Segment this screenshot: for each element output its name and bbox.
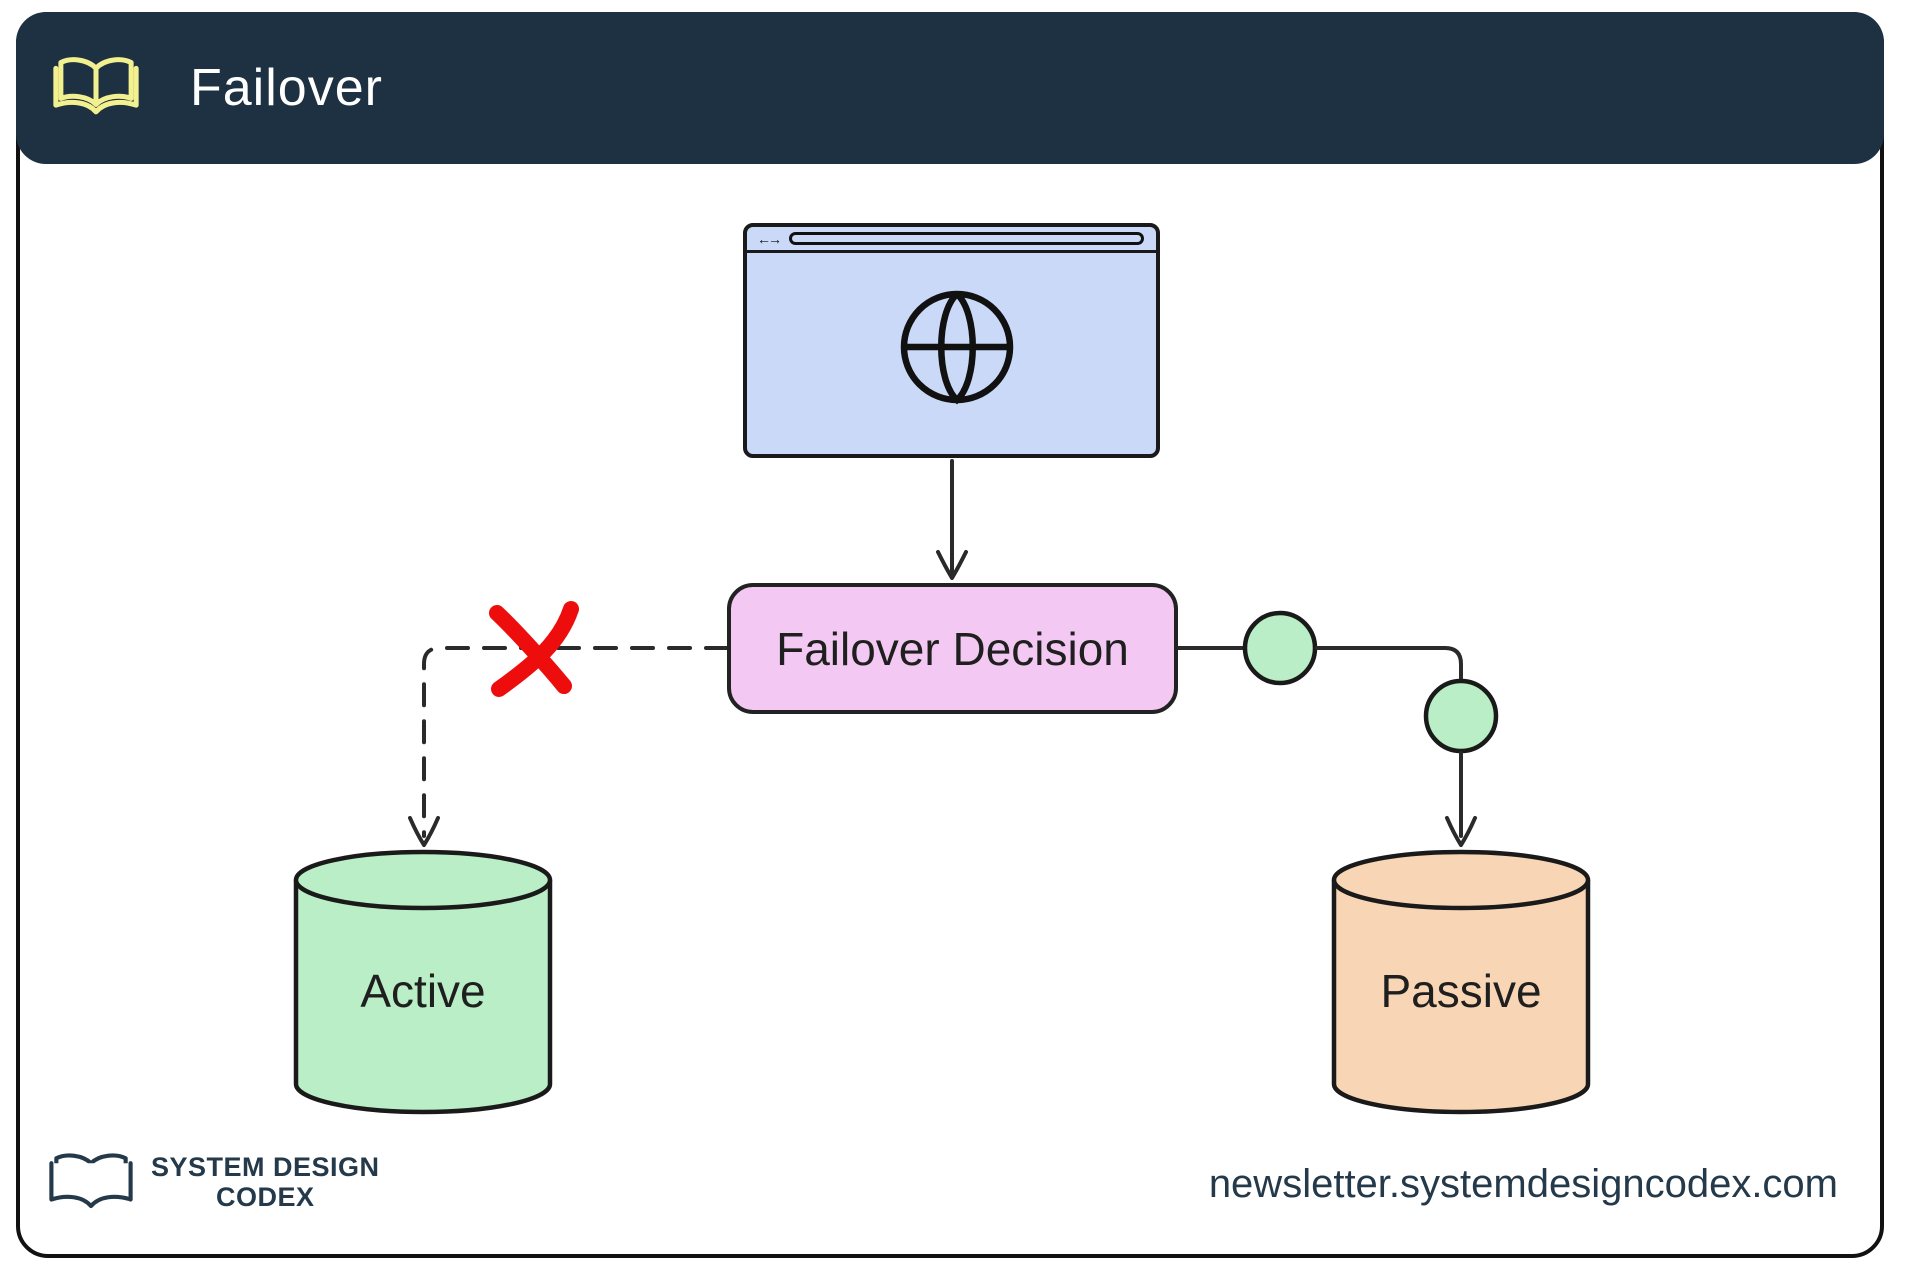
logo-book-icon — [49, 1153, 133, 1209]
open-book-icon — [53, 57, 139, 115]
globe-icon — [893, 283, 1021, 411]
newsletter-url: newsletter.systemdesigncodex.com — [1208, 1162, 1838, 1206]
decision-label: Failover Decision — [776, 622, 1129, 675]
page-title: Failover — [190, 59, 383, 117]
browser-titlebar: ←→ — [747, 227, 1156, 253]
logo-line2: CODEX — [216, 1182, 315, 1212]
failover-decision-box: Failover Decision — [727, 583, 1178, 714]
active-label: Active — [360, 965, 486, 1017]
brand-logo: SYSTEM DESIGN CODEX — [45, 1150, 380, 1216]
logo-text: SYSTEM DESIGN CODEX — [151, 1153, 380, 1212]
header-bar: Failover — [16, 12, 1884, 164]
address-bar — [789, 232, 1144, 245]
logo-line1: SYSTEM DESIGN — [151, 1152, 380, 1183]
browser-window: ←→ — [743, 223, 1160, 458]
passive-label: Passive — [1380, 965, 1542, 1017]
back-forward-icons: ←→ — [757, 230, 782, 247]
